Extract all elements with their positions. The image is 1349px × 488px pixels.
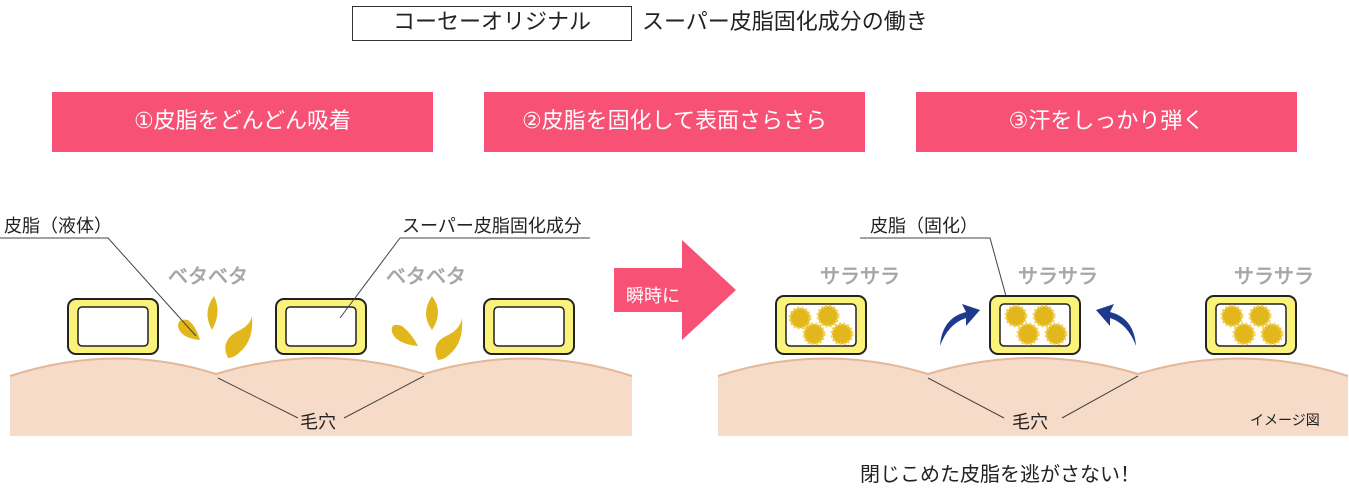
label-sebum-solid: 皮脂（固化） — [870, 216, 978, 237]
sebum-droplets-left — [178, 296, 253, 358]
solidified-particle — [1205, 295, 1297, 355]
sticky-text-2: ベタベタ — [386, 264, 466, 288]
step-1: ①皮脂をどんどん吸着 — [52, 92, 433, 152]
label-ingredient: スーパー皮脂固化成分 — [402, 216, 582, 237]
ingredient-particle — [275, 298, 367, 355]
skin-left — [9, 357, 633, 436]
image-note: イメージ図 — [1250, 413, 1320, 429]
instant-arrow — [614, 240, 736, 340]
smooth-text-3: サラサラ — [1234, 264, 1314, 288]
header-box-label: コーセーオリジナル — [352, 6, 632, 41]
step-3: ③汗をしっかり弾く — [916, 92, 1297, 152]
step-2: ②皮脂を固化して表面さらさら — [484, 92, 865, 152]
solidified-particle — [775, 295, 867, 355]
bottom-caption: 閉じこめた皮脂を逃がさない！ — [860, 462, 1140, 486]
sticky-text-1: ベタベタ — [168, 264, 248, 288]
flick-arrow-left — [940, 304, 980, 346]
skin-right — [717, 357, 1349, 436]
solidified-particle — [989, 295, 1081, 355]
pore-label-left: 毛穴 — [300, 412, 336, 433]
smooth-text-2: サラサラ — [1018, 264, 1098, 288]
sebum-droplets-right — [391, 296, 463, 360]
leader-lines-left — [0, 237, 590, 419]
label-sebum-liquid: 皮脂（液体） — [4, 216, 112, 237]
ingredient-particle — [483, 298, 575, 355]
instant-label: 瞬時に — [626, 286, 680, 307]
pore-label-right: 毛穴 — [1012, 412, 1048, 433]
flick-arrow-right — [1096, 304, 1136, 346]
leader-lines-right — [860, 237, 1139, 419]
smooth-text-1: サラサラ — [820, 264, 900, 288]
header-title: スーパー皮脂固化成分の働き — [642, 10, 928, 35]
ingredient-particle — [67, 298, 159, 355]
